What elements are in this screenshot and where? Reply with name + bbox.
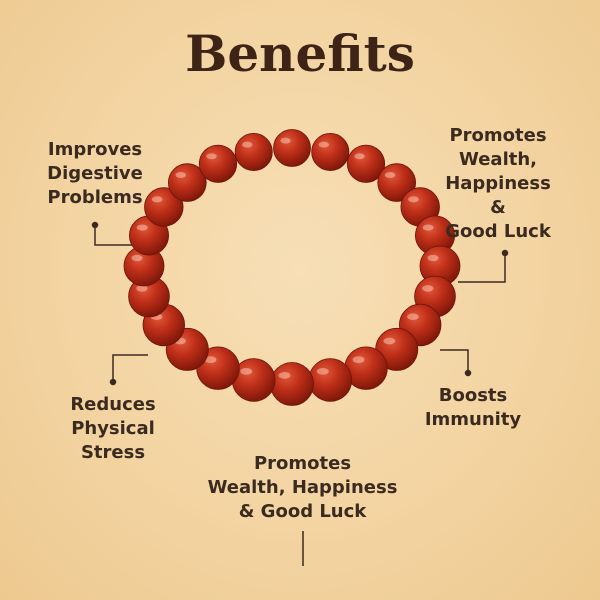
- bead-highlight: [278, 372, 291, 379]
- bead-highlight: [280, 137, 291, 144]
- bead-highlight: [131, 254, 143, 262]
- benefit-top-left: Improves Digestive Problems: [47, 139, 143, 208]
- benefit-bottom-center: Promotes Wealth, Happiness & Good Luck: [207, 453, 398, 522]
- bead: [311, 132, 350, 171]
- bead: [198, 144, 238, 183]
- bead: [308, 358, 353, 402]
- bead-highlight: [242, 141, 253, 148]
- bead-highlight: [383, 337, 396, 345]
- connector-dot-top-left: [91, 221, 99, 229]
- bead-highlight: [384, 172, 396, 178]
- bead-highlight: [354, 153, 365, 160]
- bead-highlight: [427, 254, 439, 262]
- bead: [144, 187, 184, 227]
- bead: [346, 144, 386, 183]
- bead-highlight: [136, 285, 148, 292]
- bead-highlight: [204, 356, 217, 364]
- bead-highlight: [206, 153, 217, 160]
- bead-highlight: [408, 196, 419, 203]
- page-title: Benefits: [185, 24, 415, 83]
- benefit-bottom-left: Reduces Physical Stress: [70, 394, 156, 463]
- bead-highlight: [318, 141, 329, 148]
- bead-highlight: [352, 356, 365, 364]
- bead: [234, 132, 273, 171]
- connector-bottom-left: [112, 354, 148, 382]
- connector-top-left: [94, 225, 133, 246]
- bead-highlight: [422, 224, 434, 231]
- bead: [270, 362, 314, 406]
- bead: [273, 129, 311, 167]
- bead-highlight: [240, 368, 253, 375]
- benefit-bottom-right: Boosts Immunity: [424, 385, 522, 430]
- connector-dot-bottom-left: [109, 378, 117, 386]
- connector-top-right: [458, 253, 506, 283]
- bead: [377, 163, 417, 202]
- bead-highlight: [151, 196, 163, 203]
- benefit-top-right: Promotes Wealth, Happiness & Good Luck: [445, 125, 551, 242]
- bead-highlight: [316, 368, 329, 375]
- bead-highlight: [422, 285, 434, 292]
- connector-dot-top-right: [501, 249, 509, 257]
- connector-dot-bottom-right: [464, 369, 472, 377]
- connector-bottom-right: [440, 349, 469, 373]
- bead-highlight: [407, 313, 419, 321]
- bead-highlight: [175, 172, 186, 178]
- bead-highlight: [136, 224, 148, 231]
- bead: [168, 163, 207, 202]
